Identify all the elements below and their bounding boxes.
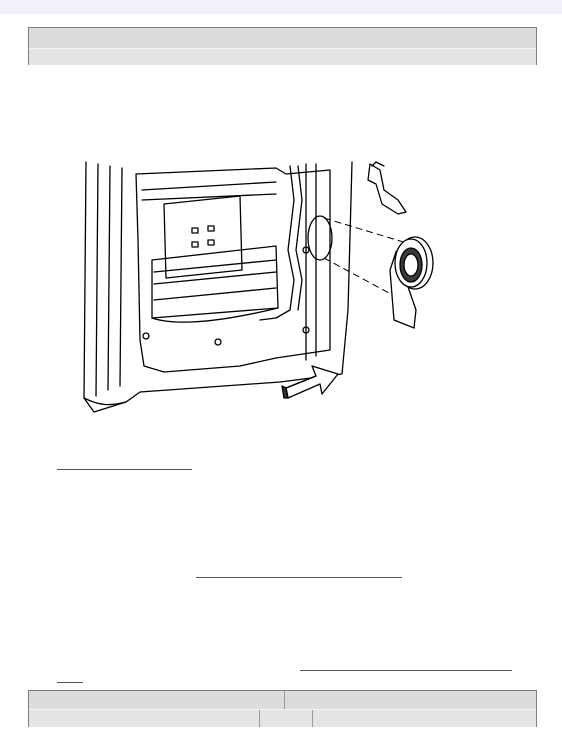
link-underline-4[interactable] [57, 682, 83, 683]
footer-table [28, 690, 537, 727]
door-inner-panel [135, 167, 331, 373]
header-row-sub [29, 49, 536, 65]
header-table [28, 27, 537, 65]
footer-row-2 [29, 710, 536, 727]
mirror-bracket [367, 163, 407, 215]
speaker-mount-hole [307, 215, 333, 261]
link-underline-1[interactable] [57, 469, 192, 470]
speaker [389, 236, 434, 329]
door-outer-frame [83, 161, 353, 413]
wiring-harness [259, 165, 295, 321]
direction-arrow [281, 365, 339, 399]
door-speaker-illustration [83, 161, 434, 413]
footer-row-1 [29, 691, 536, 710]
link-underline-3[interactable] [300, 670, 512, 671]
footer-divider [284, 691, 285, 709]
browser-top-band [0, 0, 562, 14]
door-left-edge [95, 163, 123, 397]
footer-divider [312, 710, 313, 727]
header-row-title [29, 28, 536, 49]
footer-divider [259, 710, 260, 727]
link-underline-2[interactable] [196, 577, 402, 578]
